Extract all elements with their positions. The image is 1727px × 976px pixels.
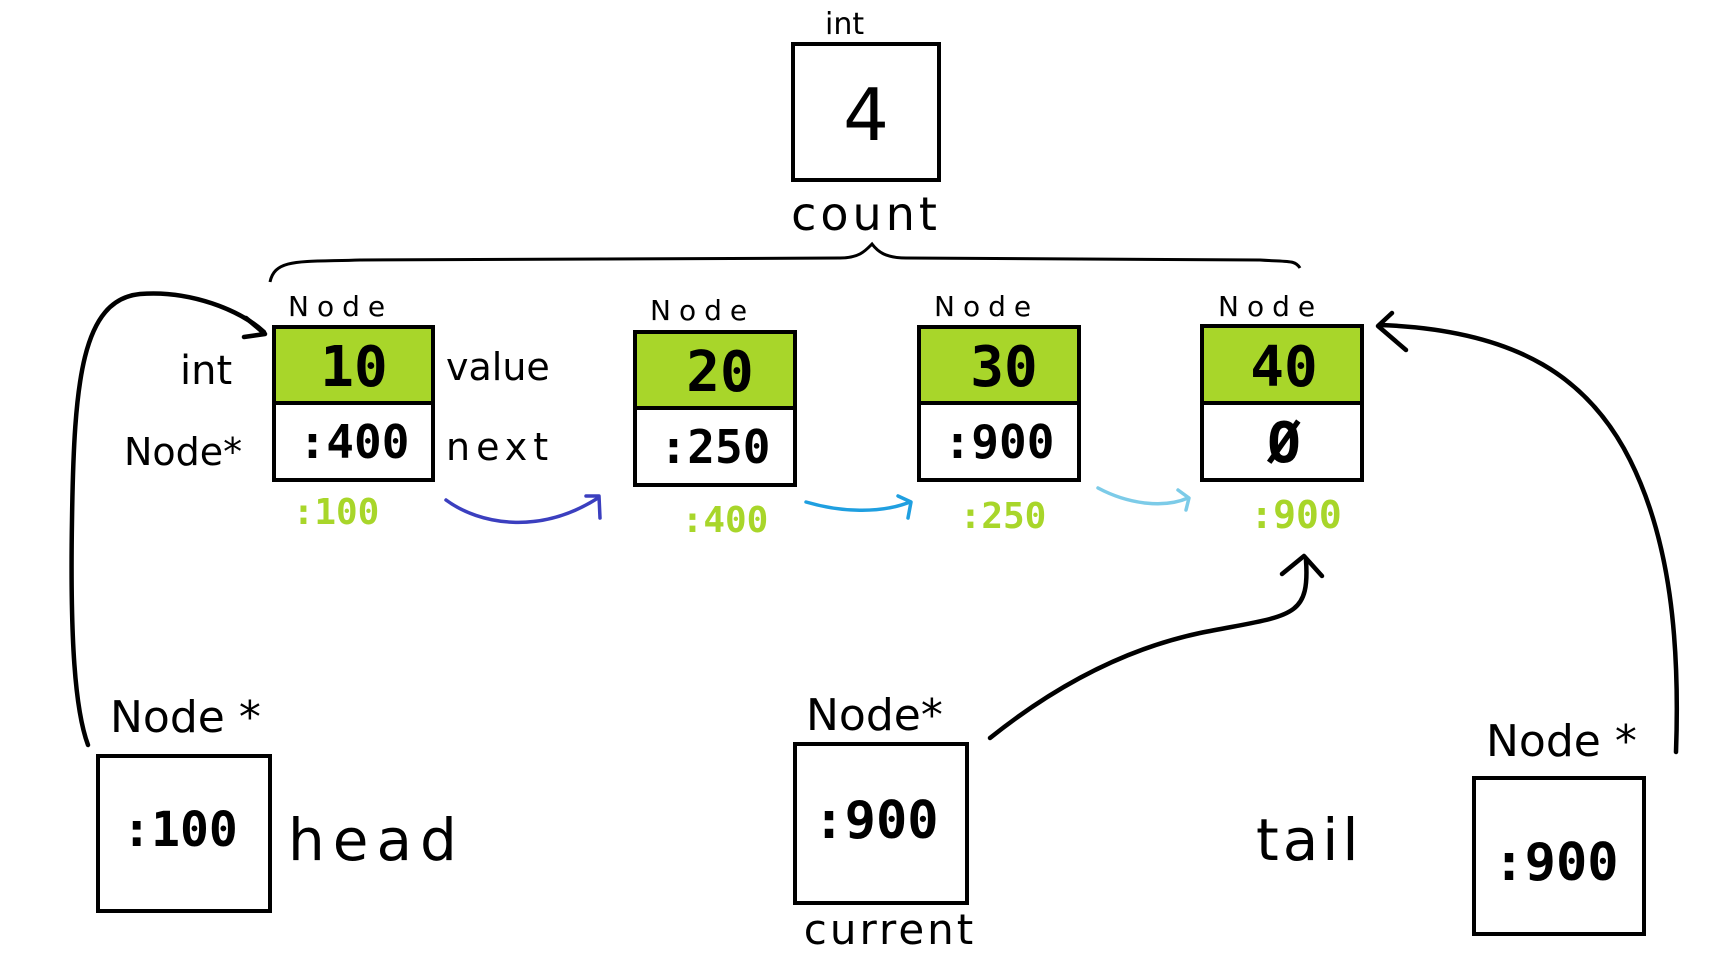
node-2-value-cell bbox=[633, 330, 797, 410]
head-value: :100 bbox=[122, 802, 238, 858]
count-type-label: int bbox=[825, 7, 864, 42]
node-3-next: :900 bbox=[944, 415, 1055, 469]
link-arrow-3 bbox=[1096, 486, 1190, 506]
head-pointer-arrow bbox=[69, 291, 267, 748]
node-4-next-cell bbox=[1200, 401, 1364, 482]
node-2-next-cell bbox=[633, 406, 797, 487]
node-4-next: Ø bbox=[1266, 411, 1301, 476]
node-3-address: :250 bbox=[960, 496, 1047, 537]
current-type-label: Node* bbox=[806, 690, 943, 741]
tail-pointer-arrow bbox=[1377, 322, 1680, 755]
head-name: head bbox=[288, 806, 465, 874]
node-1-type-label: Node bbox=[288, 290, 393, 323]
count-value: 4 bbox=[843, 73, 889, 157]
tail-pointer-arrowhead bbox=[1375, 310, 1409, 353]
current-box bbox=[793, 742, 969, 905]
count-brace bbox=[268, 241, 1302, 283]
node-2-type-label: Node bbox=[650, 294, 755, 327]
node-4-value-cell bbox=[1200, 324, 1364, 405]
count-box bbox=[791, 42, 941, 182]
node-2-value: 20 bbox=[686, 340, 753, 405]
tail-name: tail bbox=[1256, 806, 1363, 874]
head-box bbox=[96, 754, 272, 913]
node-2-next: :250 bbox=[660, 420, 771, 474]
node-2-address: :400 bbox=[682, 500, 769, 541]
next-field-label: next bbox=[446, 425, 554, 469]
current-value: :900 bbox=[813, 791, 938, 851]
link-arrow-2 bbox=[804, 500, 912, 512]
node-3-next-cell bbox=[917, 401, 1081, 482]
node-4-value: 40 bbox=[1250, 335, 1317, 400]
link-arrow-1 bbox=[444, 496, 600, 524]
node-3-value: 30 bbox=[970, 335, 1037, 400]
head-type-label: Node * bbox=[110, 692, 261, 743]
current-pointer-arrow bbox=[987, 557, 1309, 741]
value-field-label: value bbox=[446, 345, 550, 389]
link-arrow-2-head bbox=[896, 494, 913, 520]
count-name: count bbox=[791, 187, 941, 241]
node-1-next-cell bbox=[272, 401, 435, 482]
node-1-address: :100 bbox=[293, 492, 380, 533]
current-name: current bbox=[804, 905, 977, 954]
node-4-type-label: Node bbox=[1218, 290, 1323, 323]
tail-value: :900 bbox=[1493, 833, 1618, 893]
current-pointer-arrowhead bbox=[1279, 553, 1325, 579]
link-arrow-1-head bbox=[584, 494, 602, 520]
head-pointer-arrowhead bbox=[241, 315, 268, 340]
next-type-label: Node* bbox=[124, 430, 242, 474]
tail-box bbox=[1472, 776, 1646, 936]
link-arrow-3-head bbox=[1176, 488, 1191, 512]
node-1-next: :400 bbox=[299, 415, 410, 469]
value-type-label: int bbox=[180, 348, 232, 394]
tail-type-label: Node * bbox=[1486, 716, 1637, 767]
node-1-value: 10 bbox=[320, 335, 387, 400]
node-4-address: :900 bbox=[1250, 493, 1342, 537]
node-3-type-label: Node bbox=[934, 290, 1039, 323]
